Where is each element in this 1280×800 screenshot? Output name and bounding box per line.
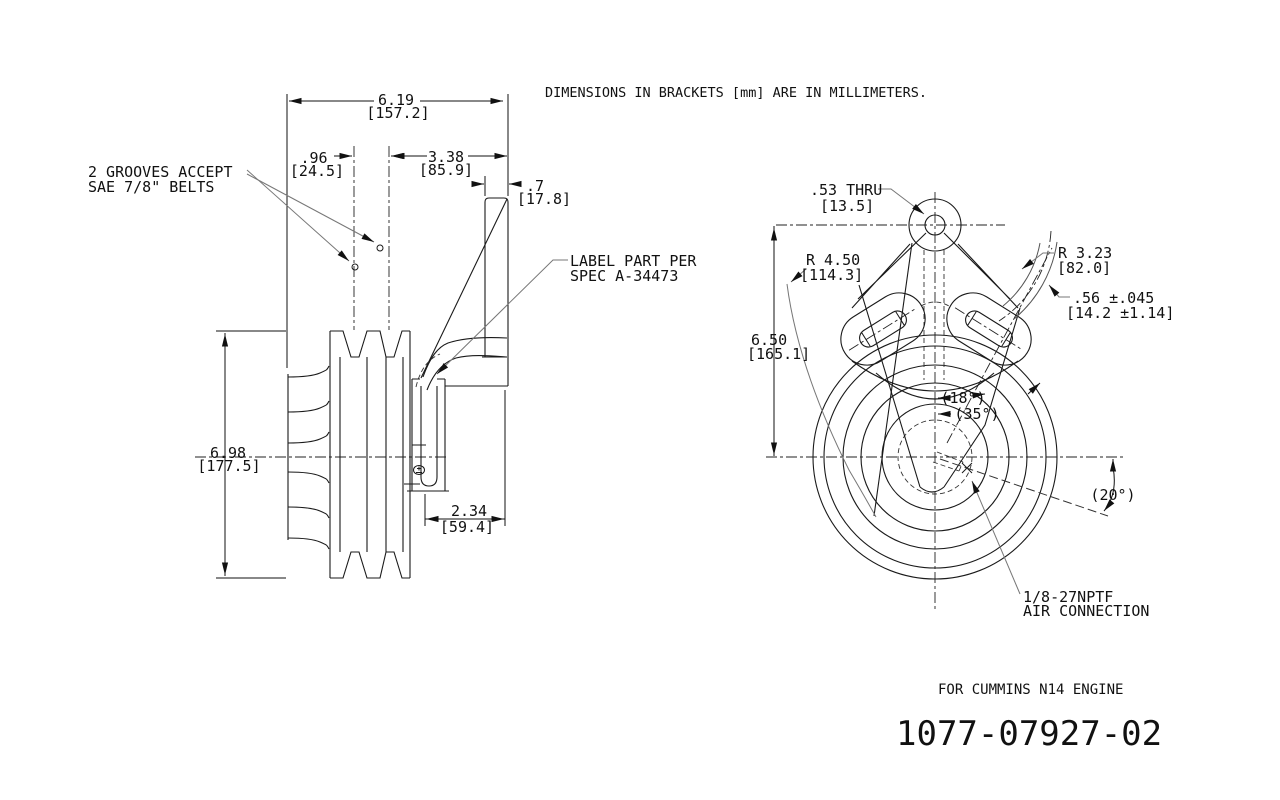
dim-overall-width-mm: [157.2] xyxy=(366,104,429,122)
dim-tab-width-mm: [17.8] xyxy=(517,190,571,208)
units-note: DIMENSIONS IN BRACKETS [mm] ARE IN MILLI… xyxy=(545,85,927,101)
dim-foot-offset-mm: [59.4] xyxy=(440,518,494,536)
dim-radius-left-mm: [114.3] xyxy=(800,266,863,284)
dim-pulley-od-mm: [177.5] xyxy=(197,457,260,475)
dim-groove-spacing-in: .96 xyxy=(300,149,327,167)
dim-tab-width-in: .7 xyxy=(526,177,544,195)
grooves-label-line2: SAE 7/8" BELTS xyxy=(88,178,214,196)
part-number: 1077-07927-02 xyxy=(896,714,1162,754)
dim-band-width-mm: [14.2 ±1.14] xyxy=(1066,304,1174,322)
dim-pulley-od-in: 6.98 xyxy=(210,444,246,462)
dim-height-mm: [165.1] xyxy=(747,345,810,363)
dim-angle-35: (35°) xyxy=(954,405,999,423)
dim-height-in: 6.50 xyxy=(751,331,787,349)
front-view xyxy=(766,188,1124,612)
dim-groove-spacing-mm: [24.5] xyxy=(290,162,344,180)
dim-radius-right-mm: [82.0] xyxy=(1057,259,1111,277)
side-view xyxy=(195,94,568,579)
dim-thru-hole-mm: [13.5] xyxy=(820,197,874,215)
dim-radius-right-in: R 3.23 xyxy=(1058,244,1112,262)
engine-note: FOR CUMMINS N14 ENGINE xyxy=(938,682,1123,698)
part-label-line1: LABEL PART PER xyxy=(570,252,697,270)
dim-overall-width-in: 6.19 xyxy=(378,91,414,109)
dim-foot-offset-in: 2.34 xyxy=(451,502,487,520)
grooves-label-line1: 2 GROOVES ACCEPT xyxy=(88,163,233,181)
dim-hub-offset-in: 3.38 xyxy=(428,148,464,166)
air-connection-line2: AIR CONNECTION xyxy=(1023,602,1149,620)
dim-hub-offset-mm: [85.9] xyxy=(419,161,473,179)
part-label-line2: SPEC A-34473 xyxy=(570,267,678,285)
dim-thru-hole-in: .53 THRU xyxy=(810,181,882,199)
dim-angle-18: (18°) xyxy=(940,389,985,407)
air-connection-line1: 1/8-27NPTF xyxy=(1023,588,1113,606)
dim-radius-left-in: R 4.50 xyxy=(806,251,860,269)
dim-band-width-in: .56 ±.045 xyxy=(1073,289,1154,307)
dim-angle-20: (20°) xyxy=(1090,486,1135,504)
